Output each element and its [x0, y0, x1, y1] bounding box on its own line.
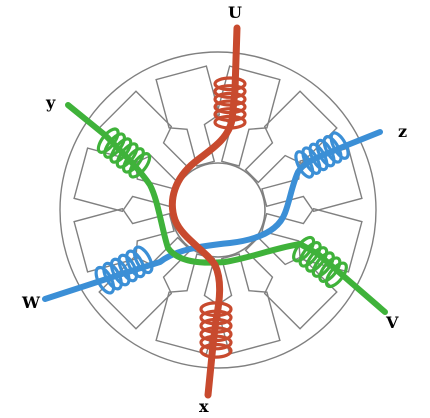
coil-turn	[199, 309, 233, 326]
coil-w	[94, 245, 154, 295]
label-u: U	[228, 3, 242, 22]
coil-turn	[199, 317, 233, 334]
coil-turn	[301, 146, 322, 175]
phase-u-winding	[168, 24, 247, 399]
stator-slot	[98, 90, 192, 184]
coil-turn	[132, 245, 154, 275]
coil-turn	[128, 152, 152, 179]
phase-v-winding	[65, 102, 388, 315]
coil-turn	[117, 253, 139, 283]
coil-turn	[199, 326, 233, 343]
coil-turn	[213, 84, 247, 99]
coil-turn	[109, 137, 133, 164]
coil-turn	[294, 150, 315, 179]
stator-slot	[73, 147, 175, 213]
coil-turn	[298, 241, 322, 268]
coil-v	[292, 235, 348, 289]
coil-turn	[199, 342, 233, 359]
coil-turn	[322, 135, 343, 164]
stator-slot	[244, 90, 338, 184]
stator-slot	[244, 236, 338, 330]
label-v: V	[385, 313, 399, 332]
stator-slot	[155, 253, 221, 355]
coil-turn	[213, 91, 247, 107]
coil-turn	[115, 142, 139, 169]
coil-turn	[308, 142, 329, 172]
stator-slot	[261, 207, 363, 273]
coil-turn	[213, 99, 247, 115]
coil-turn	[199, 301, 233, 318]
coil-turn	[213, 76, 247, 92]
label-y: y	[45, 93, 56, 112]
coil-turn	[305, 246, 329, 273]
coil-turn	[213, 114, 247, 130]
coil-turn	[94, 265, 116, 295]
coil-turn	[102, 261, 123, 291]
coil-turn	[318, 256, 342, 283]
coil-turn	[315, 138, 336, 168]
phase-w-winding	[42, 129, 383, 302]
coil-turn	[96, 127, 120, 154]
coil-turn	[213, 107, 247, 122]
coil-turn	[199, 334, 233, 351]
coil-turn	[125, 249, 146, 279]
coil-turn	[292, 235, 316, 263]
coil-x	[199, 301, 233, 359]
coil-u	[213, 76, 247, 130]
coil-turn	[324, 261, 348, 289]
label-w: W	[21, 293, 41, 312]
label-z: z	[398, 122, 407, 141]
coil-turn	[329, 131, 350, 160]
coil-turn	[122, 147, 145, 174]
coil-turn	[311, 251, 335, 278]
coil-turn	[109, 257, 131, 287]
label-x: x	[199, 397, 209, 416]
coil-z	[294, 131, 350, 179]
